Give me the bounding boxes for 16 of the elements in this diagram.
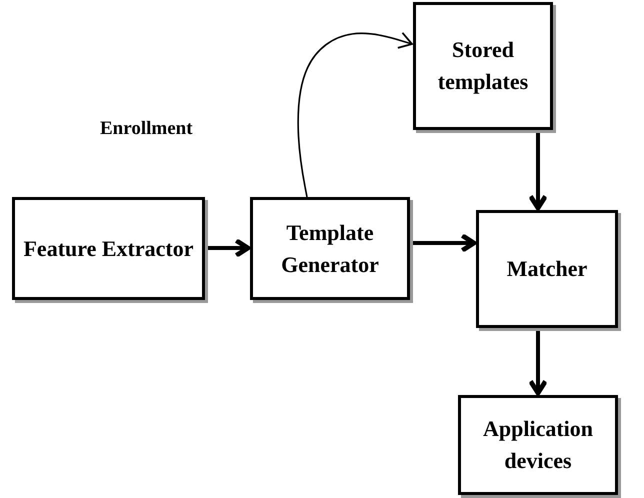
- arrow: [297, 32, 413, 198]
- process-box: [12, 197, 205, 300]
- arrow: [528, 130, 548, 210]
- node-label: Application devices: [482, 415, 594, 475]
- process-box: [458, 395, 618, 495]
- node-label: Template Generator: [280, 218, 380, 278]
- node-label: Feature Extractor: [23, 234, 194, 263]
- process-box: [413, 2, 553, 130]
- node-label: Matcher: [506, 255, 588, 284]
- section-label: Enrollment: [100, 118, 193, 140]
- process-box: [476, 210, 618, 328]
- arrow: [410, 233, 476, 253]
- process-box: [250, 197, 410, 300]
- arrow: [205, 238, 250, 258]
- arrow: [528, 328, 548, 396]
- node-label: Stored templates: [436, 36, 530, 96]
